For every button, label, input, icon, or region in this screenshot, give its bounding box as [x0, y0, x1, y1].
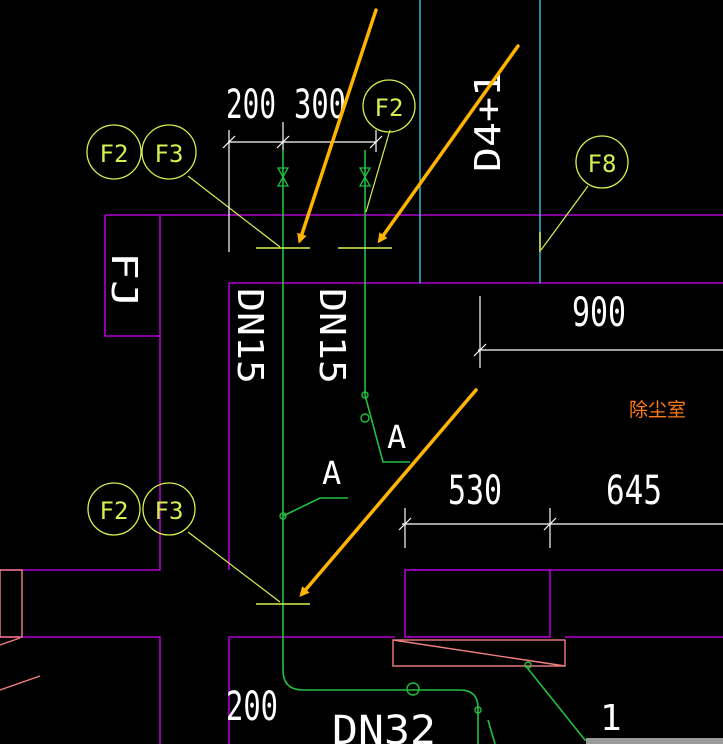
tag-f8: F8 [575, 135, 629, 189]
valve-icon [276, 167, 290, 187]
dim-1: 1 [600, 698, 622, 739]
dim-900: 900 [572, 290, 626, 336]
dim-645: 645 [606, 468, 662, 514]
tag-f2-b: F2 [362, 79, 416, 133]
tag-f2-c-label: F2 [100, 497, 129, 525]
wall-corridor-lower [228, 282, 723, 570]
pipe-node [360, 413, 370, 423]
tag-f3-a-label: F3 [155, 140, 184, 168]
valve-icon [358, 167, 372, 187]
dim-200-top: 200 [226, 82, 276, 128]
equipment-left-diag-2 [0, 675, 41, 691]
room-label: 除尘室 [629, 399, 686, 421]
equipment-left-edge [0, 569, 23, 638]
pipe-node [279, 512, 287, 520]
tag-f8-label: F8 [588, 150, 617, 178]
dim-530: 530 [448, 468, 502, 514]
pipes [282, 150, 600, 744]
tag-leaders [187, 129, 589, 603]
dim-200-bottom: 200 [226, 684, 278, 730]
equipment-hood [392, 639, 566, 667]
arrow-1 [297, 8, 378, 244]
a-label-left: A [322, 454, 341, 492]
tag-f2-c: F2 [87, 482, 141, 536]
arrow-3 [299, 388, 478, 598]
tag-f2-a: F2 [86, 124, 142, 180]
equipment-left-diag-1 [0, 637, 21, 646]
pipe-label-dn15-right: DN15 [311, 288, 352, 384]
tag-f2-b-label: F2 [375, 94, 404, 122]
pipe-branch-a-left [282, 497, 348, 517]
tag-f3-a: F3 [141, 124, 197, 180]
wall-bottom-left [0, 636, 161, 744]
a-label-right: A [387, 418, 406, 456]
annotation-arrows [297, 8, 520, 598]
equipment-outlines [0, 569, 566, 691]
pipe-node [474, 706, 482, 714]
pipe-label-dn15-left: DN15 [229, 288, 270, 384]
pipe-node [361, 391, 369, 399]
pipe-node [524, 661, 532, 669]
equipment-hood-diagonal [392, 639, 566, 667]
dim-300: 300 [294, 82, 346, 128]
grey-slab [586, 738, 723, 744]
wall-left-column [0, 215, 161, 571]
tag-f3-c-label: F3 [155, 497, 184, 525]
wall-bottom-mid [228, 636, 395, 744]
pipe-node [406, 682, 420, 696]
tag-f2-a-label: F2 [100, 140, 129, 168]
dimension-lines [222, 122, 723, 548]
pipe-bottom-right [524, 664, 600, 741]
nozzle-lines [256, 232, 541, 605]
wall-outlines [0, 214, 723, 744]
arrow-2 [377, 44, 520, 244]
wall-fj-box [104, 215, 160, 337]
pipe-label-dn32: DN32 [332, 708, 436, 744]
wall-opening-box [404, 569, 551, 638]
fj-label: FJ [103, 252, 144, 308]
pipe-main-left [282, 150, 479, 744]
pipe-branch-a-right [364, 394, 410, 463]
tag-f3-c: F3 [142, 482, 196, 536]
pipe-bottom-right-2 [487, 719, 496, 744]
